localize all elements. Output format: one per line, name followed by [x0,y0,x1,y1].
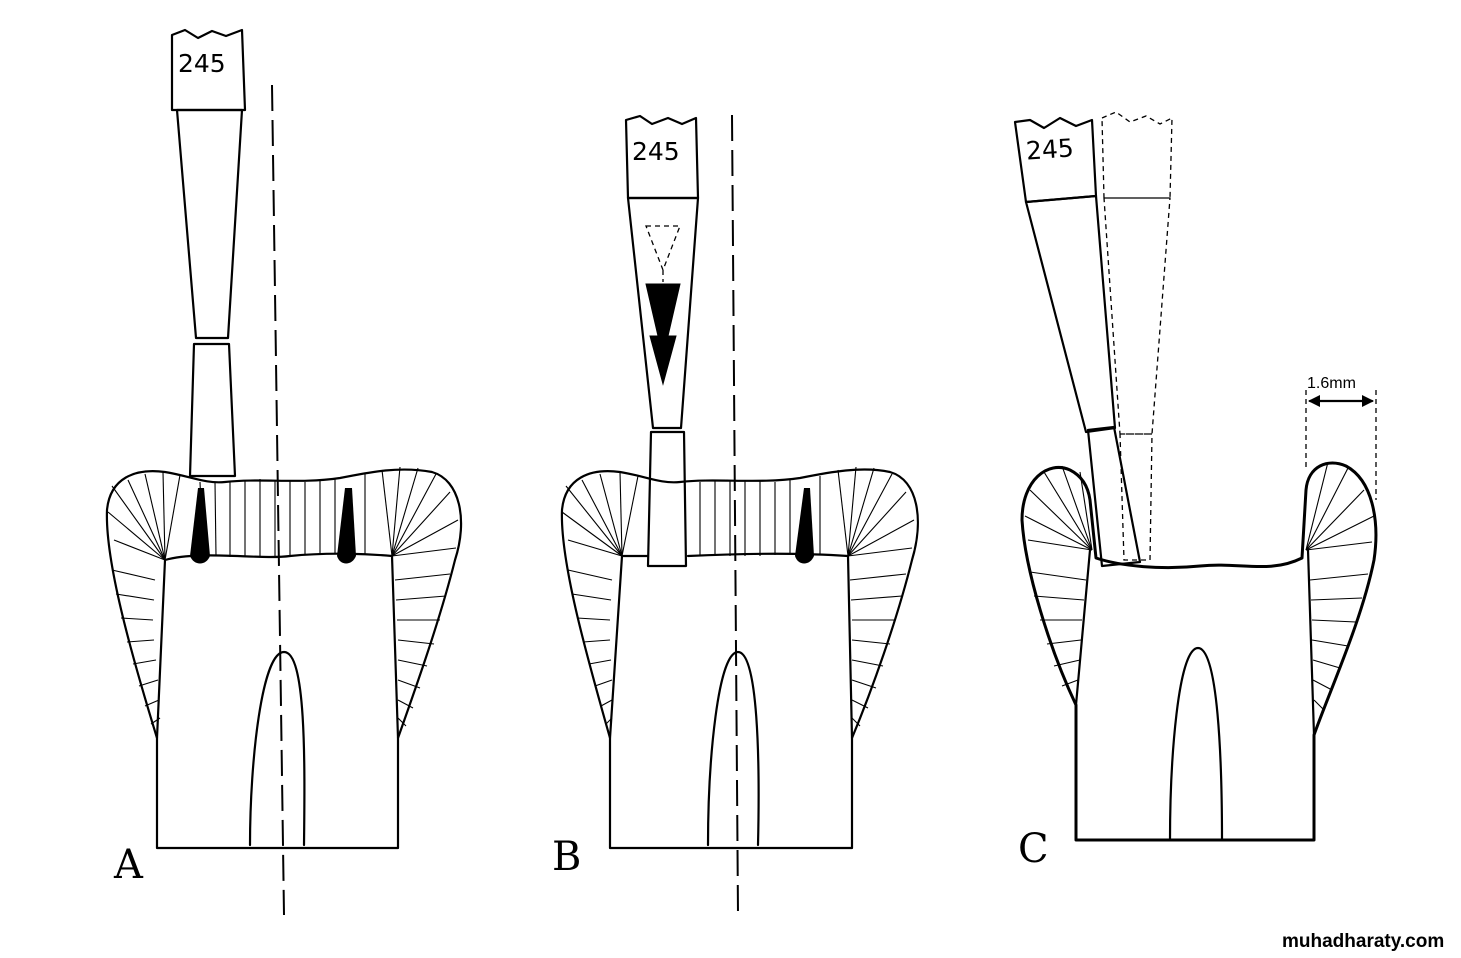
watermark: muhadharaty.com [1282,931,1444,952]
dej-c [1074,548,1316,737]
dej-a [155,552,400,740]
enamel-rods-b [561,466,915,727]
arrow-solid-b [645,283,681,386]
pulp-horn-c [1168,646,1224,842]
pulp-horn-b [706,650,760,847]
enamel-rods-a [107,466,459,727]
dimension-arrow-left-c [1308,395,1320,407]
enamel-rods-c [1024,461,1375,711]
fissure-mesial-a [190,488,210,564]
bur-label-a: 245 [178,49,226,78]
dimension-label-c: 1.6mm [1307,375,1356,392]
long-axis-a [271,84,285,916]
bur-head-a [188,342,237,478]
tooth-outline-c [1020,461,1378,842]
bur-neck-a [175,108,244,340]
bur-label-c: 245 [1025,133,1075,165]
dej-b [608,552,854,740]
long-axis-b [731,114,739,916]
panel-label-a: A [113,842,144,888]
bur-neck-c [1024,194,1117,434]
bur-head-b [646,430,688,568]
panel-label-b: B [552,834,581,880]
fissure-distal-b [795,488,814,564]
bur-head-c [1086,425,1142,568]
bur-neck-b [626,196,700,430]
fissure-distal-a [337,488,356,564]
panel-label-c: C [1018,826,1049,872]
tooth-outline-a [105,468,463,850]
panel-c: 245 1.6mm C [1013,111,1378,872]
panel-b: 245 B [552,114,919,916]
panel-a: 245 A [105,28,463,916]
pulp-horn-a [248,650,306,847]
dimension-arrow-right-c [1362,395,1374,407]
tooth-outline-b [560,468,919,850]
arrow-dashed-b [645,225,681,282]
bur-label-b: 245 [632,137,680,166]
bur-ghost-c [1101,111,1173,561]
